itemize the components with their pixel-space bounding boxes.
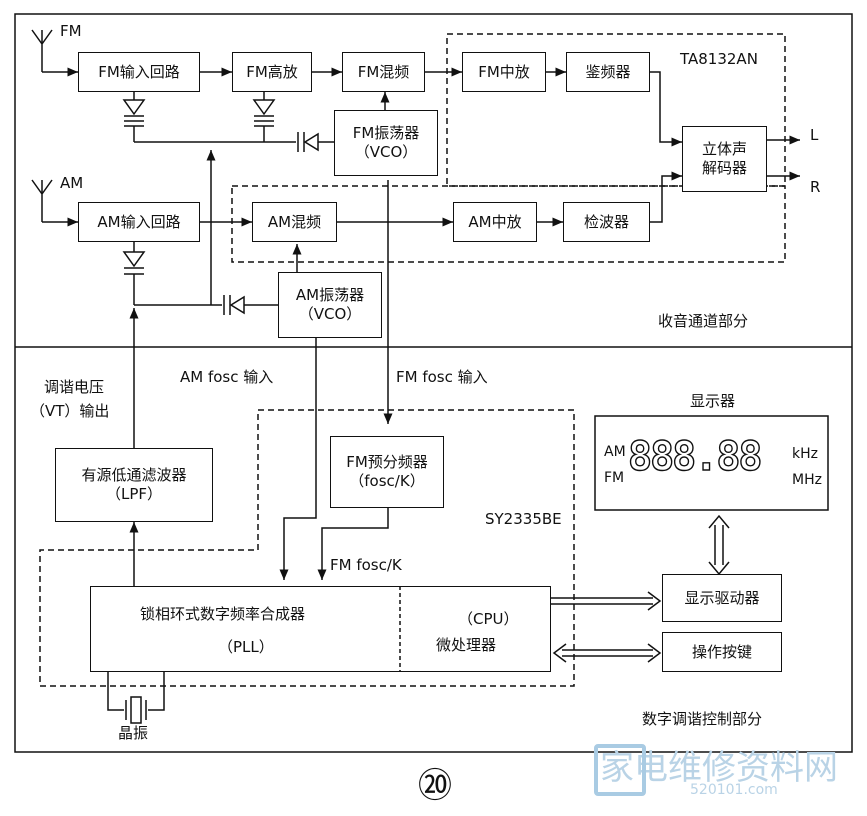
display-unit-mhz: MHz: [792, 472, 822, 488]
outer-frame: [14, 13, 853, 753]
stereo-decoder-title: 立体声: [701, 140, 747, 159]
display-panel: [594, 415, 829, 511]
watermark-logo-icon: [594, 744, 646, 796]
fm-if-amp-block: FM中放: [462, 52, 546, 92]
fm-prescaler-subtitle: （fosc/K）: [349, 472, 425, 490]
fm-input-block: FM输入回路: [78, 52, 200, 92]
watermark-brand: 家电维修资料网: [600, 748, 838, 788]
output-left-label: L: [810, 126, 819, 144]
stereo-decoder-block: 立体声 解码器: [682, 126, 767, 192]
display-digits: 888.88: [627, 433, 763, 480]
fm-prescaler-block: FM预分频器 （fosc/K）: [330, 436, 444, 508]
cpu-subtitle: 微处理器: [436, 636, 497, 654]
pll-title: 锁相环式数字频率合成器: [140, 605, 306, 623]
display-driver-block: 显示驱动器: [662, 574, 782, 622]
receiver-section-label: 收音通道部分: [658, 312, 749, 330]
fm-fosc-k-label: FM fosc/K: [330, 556, 402, 574]
tuning-voltage-label: 调谐电压: [44, 378, 105, 396]
fm-antenna-label: FM: [60, 22, 82, 40]
keypad-block: 操作按键: [662, 632, 782, 672]
fm-rf-amp-block: FM高放: [232, 52, 312, 92]
am-fosc-input-label: AM fosc 输入: [180, 368, 274, 386]
fm-vco-block: FM振荡器 （VCO）: [334, 110, 438, 176]
display-unit-khz: kHz: [792, 446, 818, 462]
am-input-block: AM输入回路: [78, 202, 200, 242]
lpf-subtitle: （LPF）: [105, 485, 163, 503]
chip-ta8132-label: TA8132AN: [680, 50, 758, 68]
stereo-decoder-subtitle: 解码器: [701, 159, 747, 177]
lpf-title: 有源低通滤波器: [81, 466, 187, 485]
sy2335-region: [39, 409, 575, 687]
am-vco-block: AM振荡器 （VCO）: [278, 272, 382, 338]
lpf-block: 有源低通滤波器 （LPF）: [55, 448, 213, 522]
display-title: 显示器: [690, 392, 736, 410]
fm-vco-subtitle: （VCO）: [354, 143, 418, 161]
fm-fosc-input-label: FM fosc 输入: [396, 368, 488, 386]
am-antenna-symbol: [31, 179, 53, 222]
am-vco-subtitle: （VCO）: [298, 305, 362, 323]
am-vco-title: AM振荡器: [295, 286, 365, 305]
pll-cpu-block: [90, 586, 551, 672]
watermark-site: 520101.com: [690, 782, 778, 798]
output-right-label: R: [810, 178, 821, 196]
page-number: ⑳: [418, 766, 452, 806]
display-fm-tag: FM: [604, 470, 625, 486]
tuning-section-label: 数字调谐控制部分: [642, 710, 763, 728]
am-antenna-label: AM: [60, 174, 84, 192]
fm-mixer-block: FM混频: [342, 52, 425, 92]
crystal-label: 晶振: [118, 724, 149, 742]
fm-antenna-symbol: [31, 29, 53, 72]
fm-prescaler-title: FM预分频器: [346, 453, 428, 472]
am-mixer-block: AM混频: [252, 202, 337, 242]
fm-vco-title: FM振荡器: [352, 124, 420, 143]
am-if-amp-block: AM中放: [453, 202, 537, 242]
cpu-title: （CPU）: [458, 610, 519, 628]
pll-subtitle: （PLL）: [218, 638, 274, 656]
chip-sy2335-label: SY2335BE: [485, 510, 562, 528]
am-detector-block: 检波器: [563, 202, 650, 242]
display-am-tag: AM: [604, 444, 626, 460]
tuning-voltage-output-label: （VT）输出: [30, 402, 110, 420]
fm-discriminator-block: 鉴频器: [566, 52, 650, 92]
